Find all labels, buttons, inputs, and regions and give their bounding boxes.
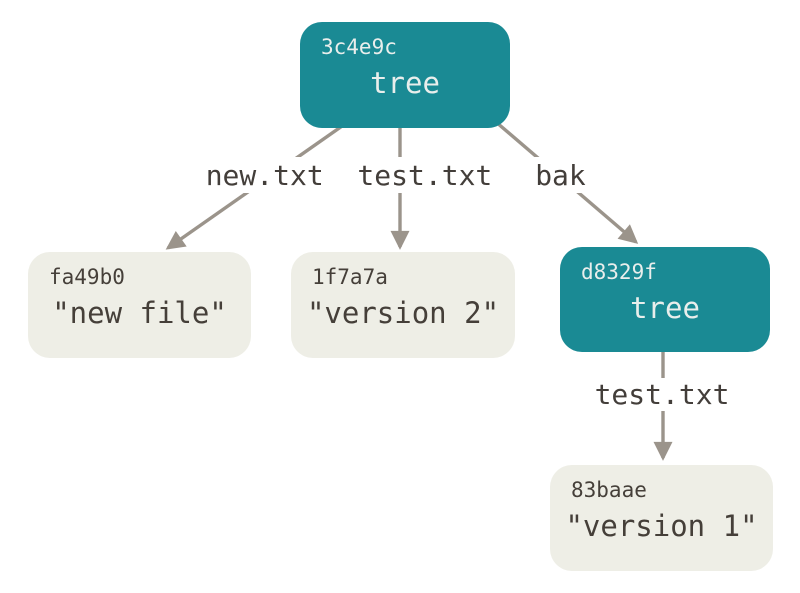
edge-label-root-entries: new.txt test.txt: [188, 157, 510, 193]
node-root-tree: 3c4e9c tree: [300, 22, 510, 128]
node-content-label: "version 2": [306, 296, 500, 330]
node-hash: 3c4e9c: [321, 35, 397, 59]
node-hash: fa49b0: [49, 265, 125, 289]
node-type-label: tree: [630, 291, 700, 325]
edge-label-subtree-entry: test.txt: [553, 378, 771, 411]
node-blob-version-2: 1f7a7a "version 2": [291, 252, 515, 358]
node-content-label: "new file": [52, 296, 227, 330]
node-type-label: tree: [370, 66, 440, 100]
node-blob-version-1: 83baae "version 1": [550, 465, 773, 571]
node-content-label: "version 1": [565, 509, 758, 543]
node-subtree: d8329f tree: [560, 247, 770, 352]
node-hash: 1f7a7a: [312, 265, 388, 289]
node-hash: 83baae: [571, 478, 647, 502]
node-hash: d8329f: [581, 260, 657, 284]
edge-label-bak: bak: [520, 157, 601, 193]
node-blob-new-file: fa49b0 "new file": [28, 252, 251, 358]
